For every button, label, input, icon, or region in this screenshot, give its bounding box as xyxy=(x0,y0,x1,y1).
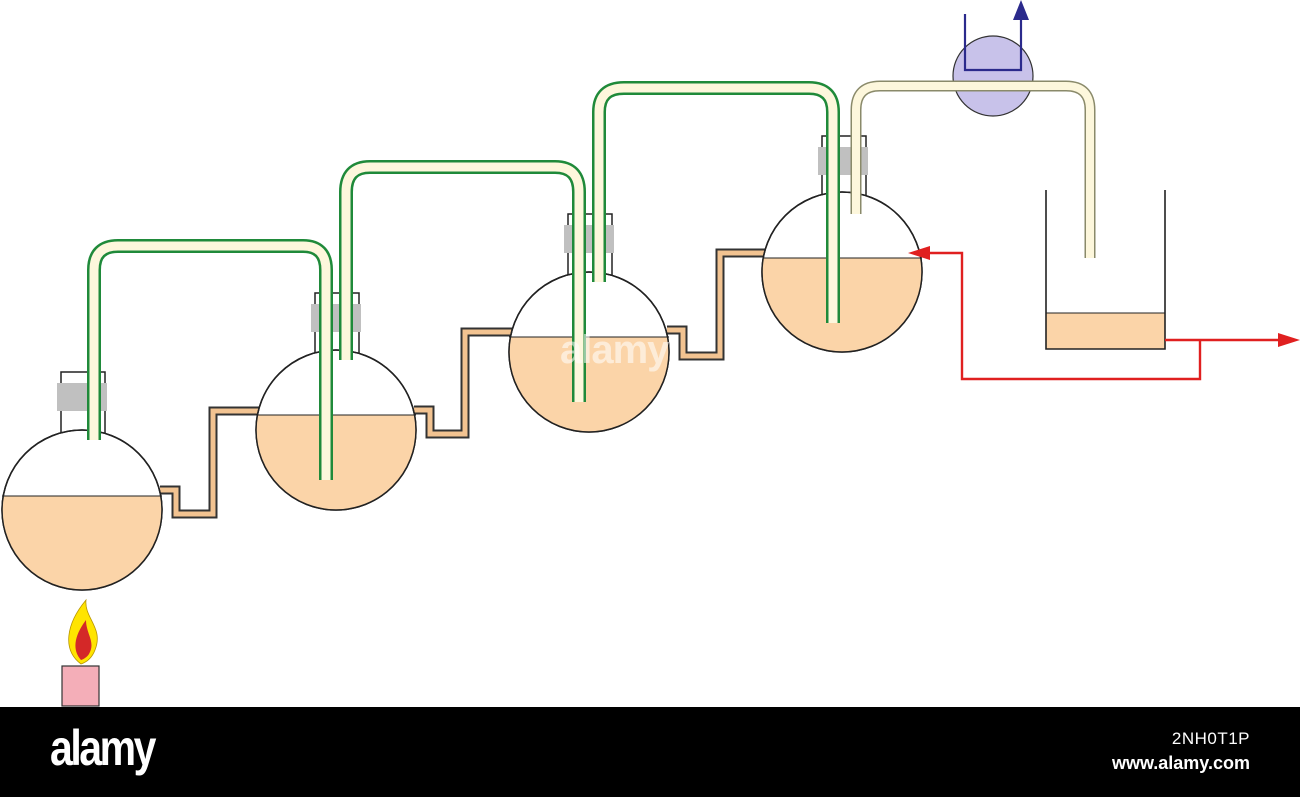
receiving-beaker xyxy=(1045,190,1166,350)
overflow-connectors xyxy=(160,248,768,519)
flask-2 xyxy=(255,292,417,511)
flask-1 xyxy=(1,371,163,591)
arrow-up-icon xyxy=(1013,0,1029,20)
vacuum-pump xyxy=(952,0,1034,117)
diagram-canvas xyxy=(1,0,1300,707)
candle xyxy=(61,665,100,707)
image-id: 2NH0T1P xyxy=(1171,729,1250,748)
distillation-diagram: alamy xyxy=(1,0,1300,707)
cooling-line xyxy=(908,246,1300,381)
flask-3 xyxy=(508,213,670,433)
flask-4 xyxy=(761,135,923,353)
site-url: www.alamy.com xyxy=(1111,753,1250,773)
arrow-right-icon xyxy=(1278,333,1300,347)
burner xyxy=(61,598,100,707)
footer-bar: alamy 2NH0T1P www.alamy.com xyxy=(0,707,1300,797)
arrow-left-icon xyxy=(908,246,930,260)
brand-logo: alamy xyxy=(50,720,156,776)
vapour-tubes xyxy=(87,81,840,480)
